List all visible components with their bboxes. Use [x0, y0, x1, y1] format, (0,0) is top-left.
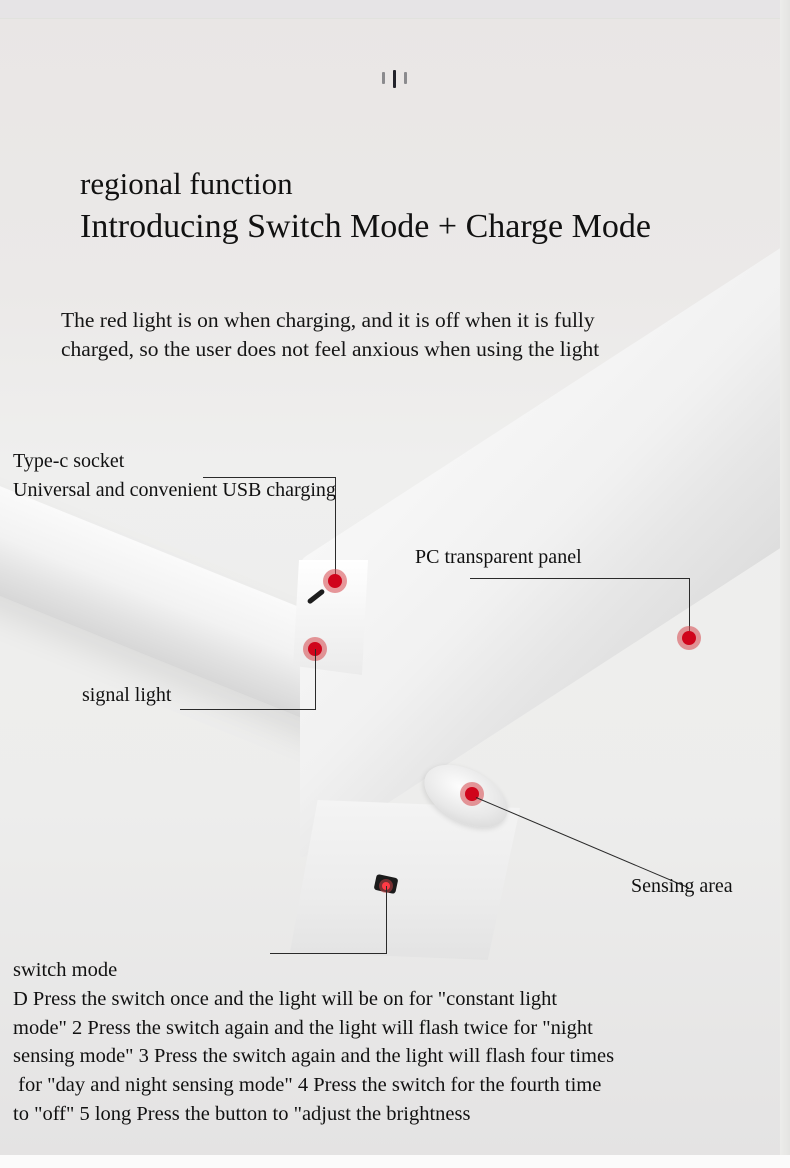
intro-line-1: The red light is on when charging, and i… — [61, 308, 595, 332]
callout-line — [180, 709, 316, 710]
sensing-area-marker-icon — [460, 782, 484, 806]
signal-light-label: signal light — [82, 684, 172, 706]
switch-mode-line: D Press the switch once and the light wi… — [13, 987, 558, 1010]
switch-mode-heading: switch mode — [13, 959, 118, 981]
sensing-area-label: Sensing area — [631, 875, 733, 897]
intro-line-2: charged, so the user does not feel anxio… — [61, 337, 600, 361]
callout-line — [315, 649, 316, 709]
intro-paragraph: The red light is on when charging, and i… — [61, 306, 761, 364]
pc-panel-marker-icon — [677, 626, 701, 650]
light-bar-lower-image — [300, 196, 790, 861]
callout-line — [470, 578, 689, 579]
pc-panel-label: PC transparent panel — [415, 546, 582, 568]
type-c-marker-icon — [323, 569, 347, 593]
page-title: regional function Introducing Switch Mod… — [80, 164, 651, 250]
title-line-2: Introducing Switch Mode + Charge Mode — [80, 208, 651, 245]
switch-mode-line: mode" 2 Press the switch again and the l… — [13, 1016, 593, 1039]
callout-line — [386, 886, 387, 953]
callout-line — [203, 477, 335, 478]
callout-line — [270, 953, 387, 954]
bottom-margin — [0, 1155, 790, 1168]
switch-mode-line: for "day and night sensing mode" 4 Press… — [13, 1074, 602, 1097]
usb-charging-label: Universal and convenient USB charging — [13, 479, 336, 501]
callout-line — [689, 578, 690, 638]
type-c-label: Type-c socket — [13, 450, 125, 472]
switch-mode-description: switch mode D Press the switch once and … — [13, 956, 783, 1129]
vertical-bars-icon — [380, 70, 410, 90]
switch-mode-line: to "off" 5 long Press the button to "adj… — [13, 1102, 471, 1125]
title-line-1: regional function — [80, 166, 293, 201]
callout-line — [335, 477, 336, 581]
switch-mode-line: sensing mode" 3 Press the switch again a… — [13, 1045, 615, 1068]
